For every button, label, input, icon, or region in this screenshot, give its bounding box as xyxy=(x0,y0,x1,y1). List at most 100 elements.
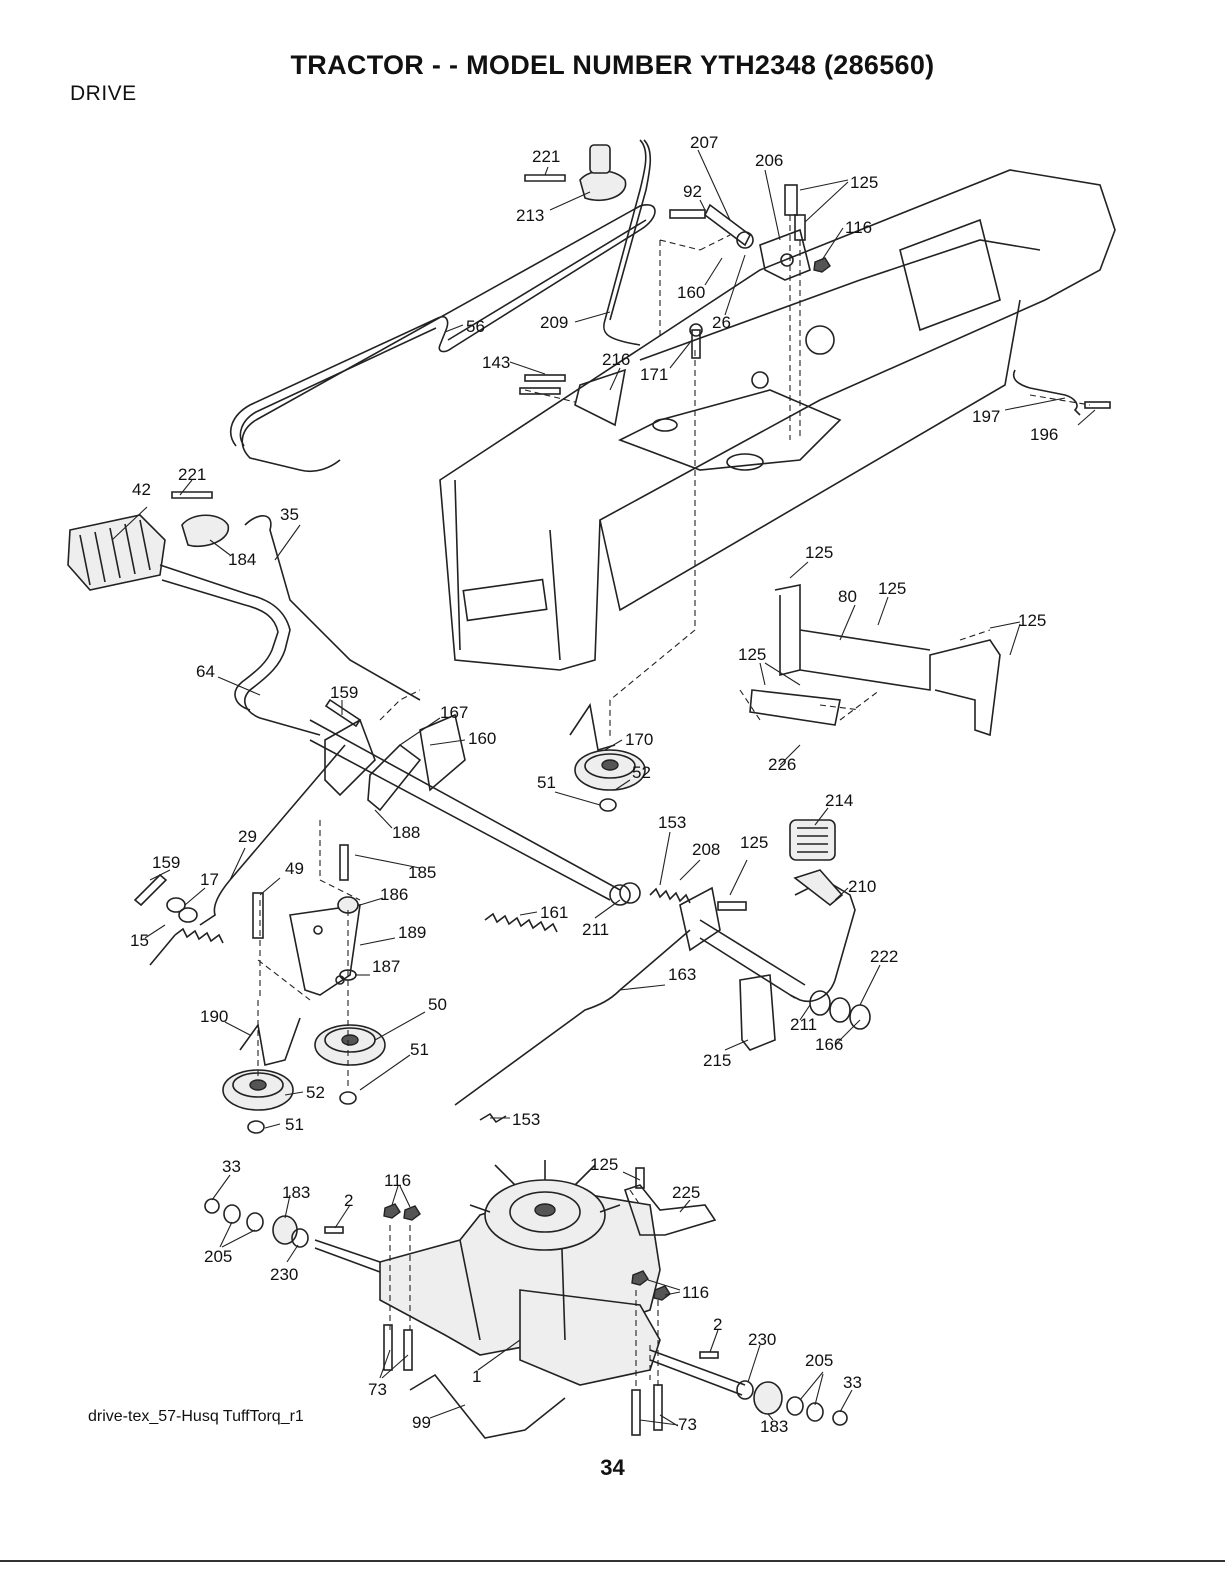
callout: 80 xyxy=(838,587,857,606)
callout: 15 xyxy=(130,931,149,950)
callout: 153 xyxy=(512,1110,540,1129)
callout-labels: 221 207 206 125 92 213 116 160 26 209 56… xyxy=(130,133,1058,1436)
callout: 33 xyxy=(222,1157,241,1176)
callout: 215 xyxy=(703,1051,731,1070)
callout: 210 xyxy=(848,877,876,896)
callout: 196 xyxy=(1030,425,1058,444)
callout: 116 xyxy=(845,218,872,237)
callout: 52 xyxy=(306,1083,325,1102)
callout: 73 xyxy=(368,1380,387,1399)
callout: 163 xyxy=(668,965,696,984)
callout: 64 xyxy=(196,662,215,681)
callout: 211 xyxy=(790,1015,817,1034)
callout: 125 xyxy=(738,645,766,664)
callout: 187 xyxy=(372,957,400,976)
callout: 116 xyxy=(682,1283,709,1302)
callout: 183 xyxy=(760,1417,788,1436)
cross-shaft xyxy=(309,719,621,901)
callout: 29 xyxy=(238,827,257,846)
callout: 51 xyxy=(537,773,556,792)
assembly-lines xyxy=(257,215,1091,1390)
callout: 167 xyxy=(440,703,468,722)
idler-pulley-lower-right xyxy=(314,1024,386,1105)
pedal-knob xyxy=(181,514,229,547)
idler-pulley-upper xyxy=(574,749,646,812)
callout: 205 xyxy=(204,1247,232,1266)
callout: 221 xyxy=(178,465,206,484)
callout: 125 xyxy=(878,579,906,598)
brake-rod-long xyxy=(454,929,691,1106)
callout: 116 xyxy=(384,1171,411,1190)
callout: 159 xyxy=(330,683,358,702)
callout: 189 xyxy=(398,923,426,942)
callout: 206 xyxy=(755,151,783,170)
callout: 143 xyxy=(482,353,510,372)
callout: 213 xyxy=(516,206,544,225)
transaxle xyxy=(314,1160,746,1396)
diagram-caption: drive-tex_57-Husq TuffTorq_r1 xyxy=(88,1408,304,1425)
callout: 214 xyxy=(825,791,853,810)
callout: 153 xyxy=(658,813,686,832)
callout: 216 xyxy=(602,350,630,369)
callout: 170 xyxy=(625,730,653,749)
callout: 211 xyxy=(582,920,609,939)
pedal-rod xyxy=(159,564,321,736)
brake-pedal-pad xyxy=(793,869,844,907)
callout: 230 xyxy=(748,1330,776,1349)
callout: 222 xyxy=(870,947,898,966)
callout: 125 xyxy=(740,833,768,852)
callout: 125 xyxy=(805,543,833,562)
page-title: TRACTOR - - MODEL NUMBER YTH2348 (286560… xyxy=(290,50,935,80)
callout: 209 xyxy=(540,313,568,332)
callout: 207 xyxy=(690,133,718,152)
callout: 2 xyxy=(713,1315,722,1334)
callout: 51 xyxy=(410,1040,429,1059)
callout: 184 xyxy=(228,550,256,569)
tractor-frame xyxy=(439,169,1116,671)
callout: 205 xyxy=(805,1351,833,1370)
callout: 185 xyxy=(408,863,436,882)
callout: 166 xyxy=(815,1035,843,1054)
callout: 99 xyxy=(412,1413,431,1432)
section-heading: DRIVE xyxy=(70,82,137,105)
callout: 2 xyxy=(344,1191,353,1210)
callout: 221 xyxy=(532,147,560,166)
seat-mount-bracket xyxy=(749,584,1001,737)
pedal-pad xyxy=(67,514,166,591)
callout: 125 xyxy=(590,1155,618,1174)
bypass-rod xyxy=(409,1373,566,1439)
page-number: 34 xyxy=(600,1455,625,1480)
callout: 56 xyxy=(466,317,485,336)
callout: 225 xyxy=(672,1183,700,1202)
callout: 42 xyxy=(132,480,151,499)
callout: 161 xyxy=(540,903,568,922)
callout: 52 xyxy=(632,763,651,782)
page-bottom-rule xyxy=(0,1560,1225,1562)
callout: 226 xyxy=(768,755,796,774)
callout: 35 xyxy=(280,505,299,524)
control-rod xyxy=(244,515,421,701)
callout: 26 xyxy=(712,313,731,332)
brake-pad-cover xyxy=(789,819,836,861)
callout: 160 xyxy=(468,729,496,748)
brake-rod xyxy=(199,744,346,926)
callout: 1 xyxy=(472,1367,481,1386)
callout: 125 xyxy=(850,173,878,192)
callout: 50 xyxy=(428,995,447,1014)
callout: 17 xyxy=(200,870,219,889)
brake-pedal-arm xyxy=(789,879,856,1002)
callout: 197 xyxy=(972,407,1000,426)
shift-knob xyxy=(579,170,627,202)
callout: 190 xyxy=(200,1007,228,1026)
callout: 51 xyxy=(285,1115,304,1134)
callout: 73 xyxy=(678,1415,697,1434)
callout: 160 xyxy=(677,283,705,302)
callout: 230 xyxy=(270,1265,298,1284)
callout: 208 xyxy=(692,840,720,859)
callout: 171 xyxy=(640,365,668,384)
leader-lines xyxy=(111,149,1096,1427)
callout: 92 xyxy=(683,182,702,201)
callout: 159 xyxy=(152,853,180,872)
idler-bracket xyxy=(289,904,361,996)
